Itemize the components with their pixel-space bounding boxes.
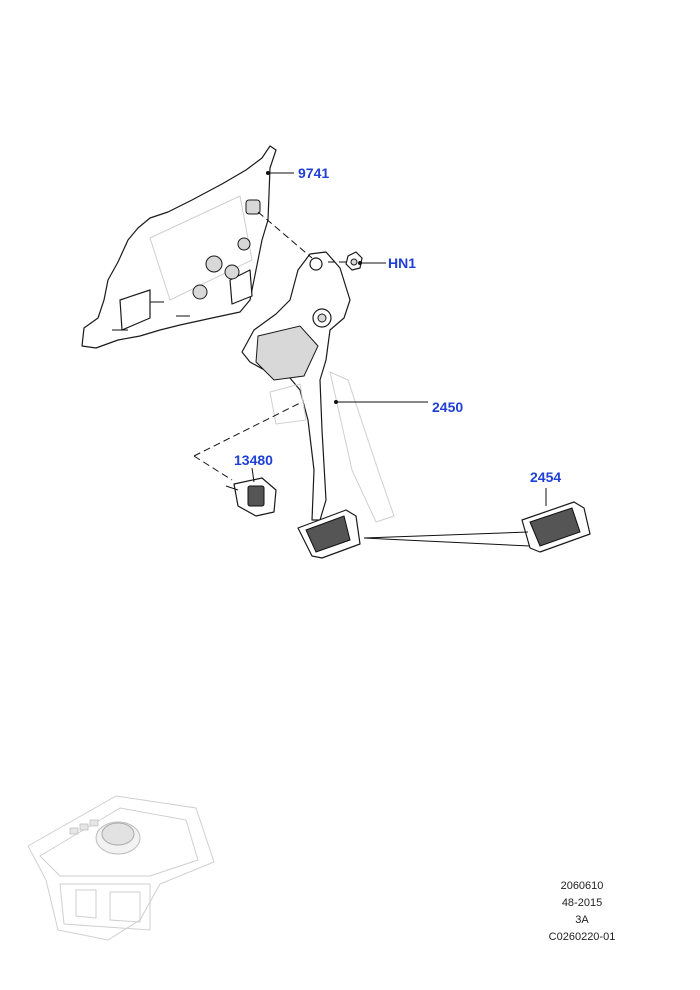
callout-9741: 9741 xyxy=(298,165,329,181)
pedal-assembly-2450 xyxy=(241,251,395,523)
locator-thumbnail xyxy=(27,795,215,941)
callout-2450: 2450 xyxy=(432,399,463,415)
callout-hn1: HN1 xyxy=(388,255,416,271)
stop-light-switch-13480 xyxy=(225,477,277,517)
ref-line-4: C0260220-01 xyxy=(548,931,616,943)
pedal-pad-installed xyxy=(297,509,361,559)
callout-2454: 2454 xyxy=(530,469,561,485)
ref-line-3: 3A xyxy=(575,914,589,926)
leader-lines xyxy=(193,171,547,547)
drawing-reference: 2060610 48-2015 3A C0260220-01 xyxy=(522,878,642,946)
ref-line-1: 2060610 xyxy=(560,880,604,892)
mounting-bracket-9741 xyxy=(81,145,277,349)
ref-line-2: 48-2015 xyxy=(561,897,603,909)
callout-13480: 13480 xyxy=(234,452,273,468)
nut-hn1 xyxy=(345,251,363,271)
pedal-pad-2454 xyxy=(521,501,591,553)
